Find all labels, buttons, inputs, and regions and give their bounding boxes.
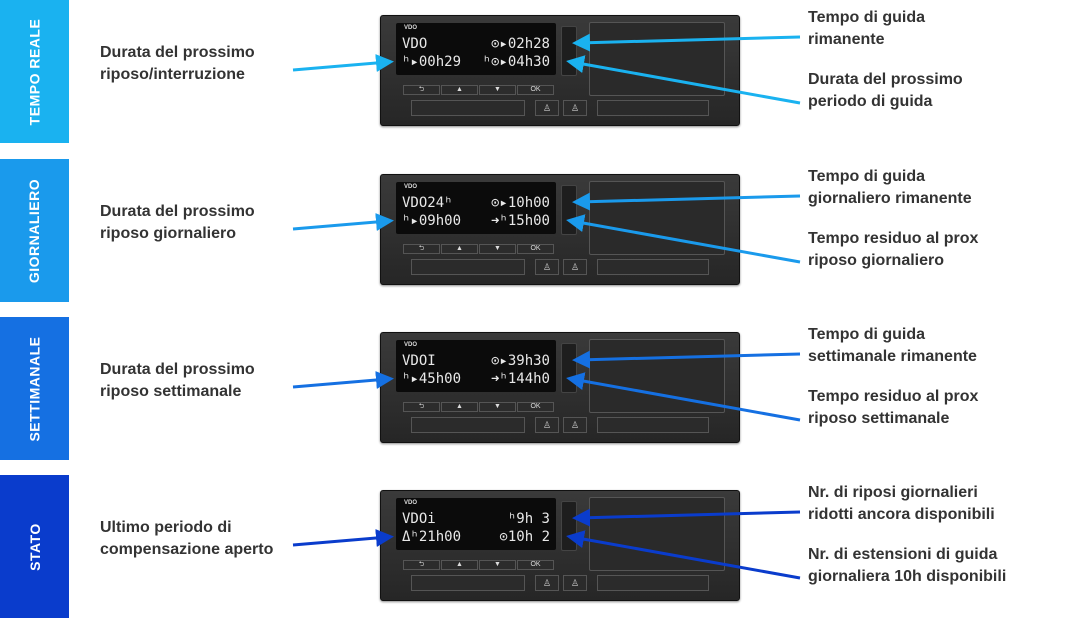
card-slot-2 [597,417,709,433]
card-slot-2 [597,575,709,591]
ok-button[interactable]: OK [517,560,554,570]
section-tab: SETTIMANALE [0,317,69,460]
display-line-2: ʰ▸09h00➜ʰ15h00 [402,213,550,229]
arrow-left [292,54,394,72]
card-slot-1 [411,259,525,275]
display-line-2: ʰ▸45h00➜ʰ144h0 [402,371,550,387]
card-slot-1 [411,575,525,591]
arrow-left [292,529,394,547]
arrow-right-bottom [566,372,801,422]
card-eject-button-1[interactable]: ♙ [535,575,559,591]
display-line-1: VDOI⊙▸39h30 [402,353,550,369]
arrows [292,33,801,105]
up-button[interactable]: ▲ [441,402,478,412]
card-eject-button-1[interactable]: ♙ [535,100,559,116]
card-eject-button-1[interactable]: ♙ [535,259,559,275]
arrows [292,508,801,580]
display-line-2: Δʰ21h00⊙10h 2 [402,529,550,545]
display-screen: VDO VDOI⊙▸39h30 ʰ▸45h00➜ʰ144h0 [396,340,556,392]
brand-logo: VDO [404,342,418,348]
down-button[interactable]: ▼ [479,244,516,254]
card-slot-2 [597,259,709,275]
section-tab: TEMPO REALE [0,0,69,143]
arrow-left [292,371,394,389]
display-screen: VDO VDO24ʰ⊙▸10h00 ʰ▸09h00➜ʰ15h00 [396,182,556,234]
arrow-right-top [572,350,801,369]
back-button[interactable]: ⮌ [403,560,440,570]
section-tab: STATO [0,475,69,618]
down-button[interactable]: ▼ [479,85,516,95]
ok-button[interactable]: OK [517,402,554,412]
arrow-right-top [572,33,801,52]
card-eject-button-2[interactable]: ♙ [563,259,587,275]
arrow-right-top [572,508,801,527]
ok-button[interactable]: OK [517,85,554,95]
printer-drawer[interactable] [589,339,725,413]
card-eject-button-2[interactable]: ♙ [563,100,587,116]
display-line-1: VDO24ʰ⊙▸10h00 [402,195,550,211]
tachograph-device: VDO VDOI⊙▸39h30 ʰ▸45h00➜ʰ144h0 ⮌ ▲ ▼ OK … [380,332,740,443]
printer-drawer[interactable] [589,181,725,255]
card-eject-button-2[interactable]: ♙ [563,575,587,591]
up-button[interactable]: ▲ [441,560,478,570]
back-button[interactable]: ⮌ [403,244,440,254]
arrow-right-top [572,192,801,211]
arrow-right-bottom [566,530,801,580]
back-button[interactable]: ⮌ [403,402,440,412]
card-slot-2 [597,100,709,116]
arrow-right-bottom [566,214,801,264]
card-slot-1 [411,100,525,116]
printer-drawer[interactable] [589,497,725,571]
back-button[interactable]: ⮌ [403,85,440,95]
up-button[interactable]: ▲ [441,85,478,95]
brand-logo: VDO [404,184,418,190]
brand-logo: VDO [404,25,418,31]
printer-drawer[interactable] [589,22,725,96]
arrow-right-bottom [566,55,801,105]
arrows [292,350,801,422]
up-button[interactable]: ▲ [441,244,478,254]
down-button[interactable]: ▼ [479,402,516,412]
brand-logo: VDO [404,500,418,506]
section-tab: GIORNALIERO [0,159,69,302]
ok-button[interactable]: OK [517,244,554,254]
arrows [292,192,801,264]
card-eject-button-1[interactable]: ♙ [535,417,559,433]
down-button[interactable]: ▼ [479,560,516,570]
display-line-1: VDO⊙▸02h28 [402,36,550,52]
card-slot-1 [411,417,525,433]
arrow-left [292,213,394,231]
card-eject-button-2[interactable]: ♙ [563,417,587,433]
